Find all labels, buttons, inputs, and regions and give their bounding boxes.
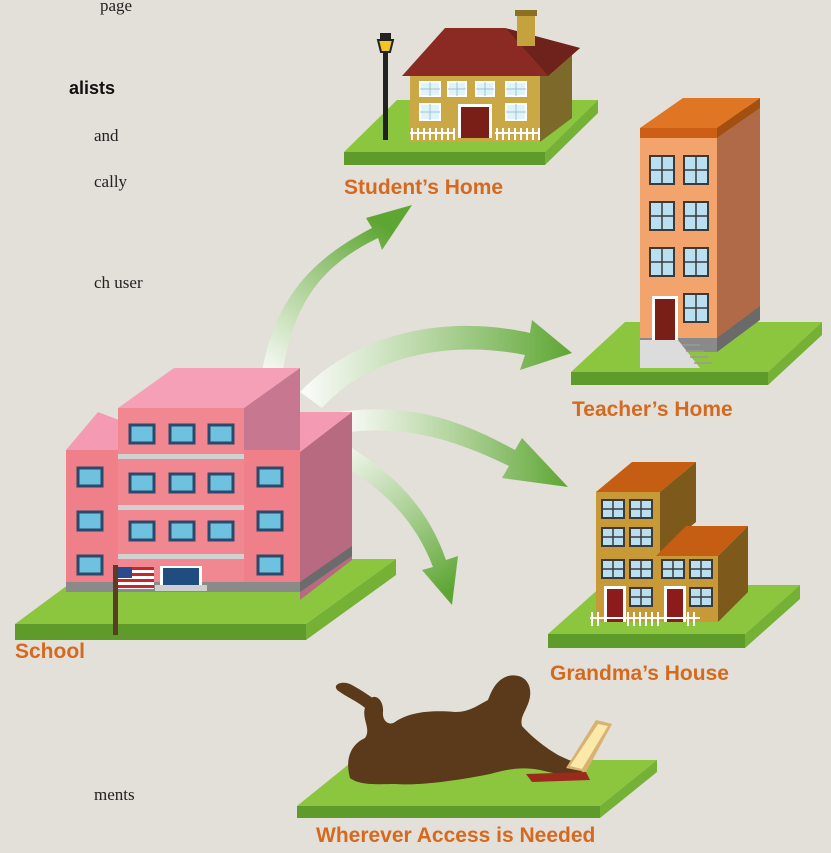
grandmas-house-building (548, 462, 800, 648)
school-building (15, 368, 396, 640)
label-school: School (15, 640, 86, 663)
arrow-to-grandmas-house (340, 409, 568, 487)
arrow-to-students-home (262, 205, 412, 378)
label-students-home: Student’s Home (344, 176, 504, 199)
label-teachers-home: Teacher’s Home (572, 398, 733, 421)
text-fragment-and: and (94, 126, 119, 145)
section-heading-fragment: alists (69, 78, 116, 98)
label-wherever-access: Wherever Access is Needed (316, 824, 596, 847)
students-home-building (344, 10, 598, 165)
text-fragment-cally: cally (94, 172, 128, 191)
text-fragment-ments: ments (94, 785, 135, 804)
student-with-laptop-illustration (297, 675, 657, 818)
text-fragment-top: page (100, 0, 133, 15)
teachers-home-building (571, 98, 822, 385)
label-grandmas-house: Grandma’s House (550, 662, 729, 685)
arrow-to-teachers-home (300, 320, 572, 408)
text-fragment-user: ch user (94, 273, 143, 292)
